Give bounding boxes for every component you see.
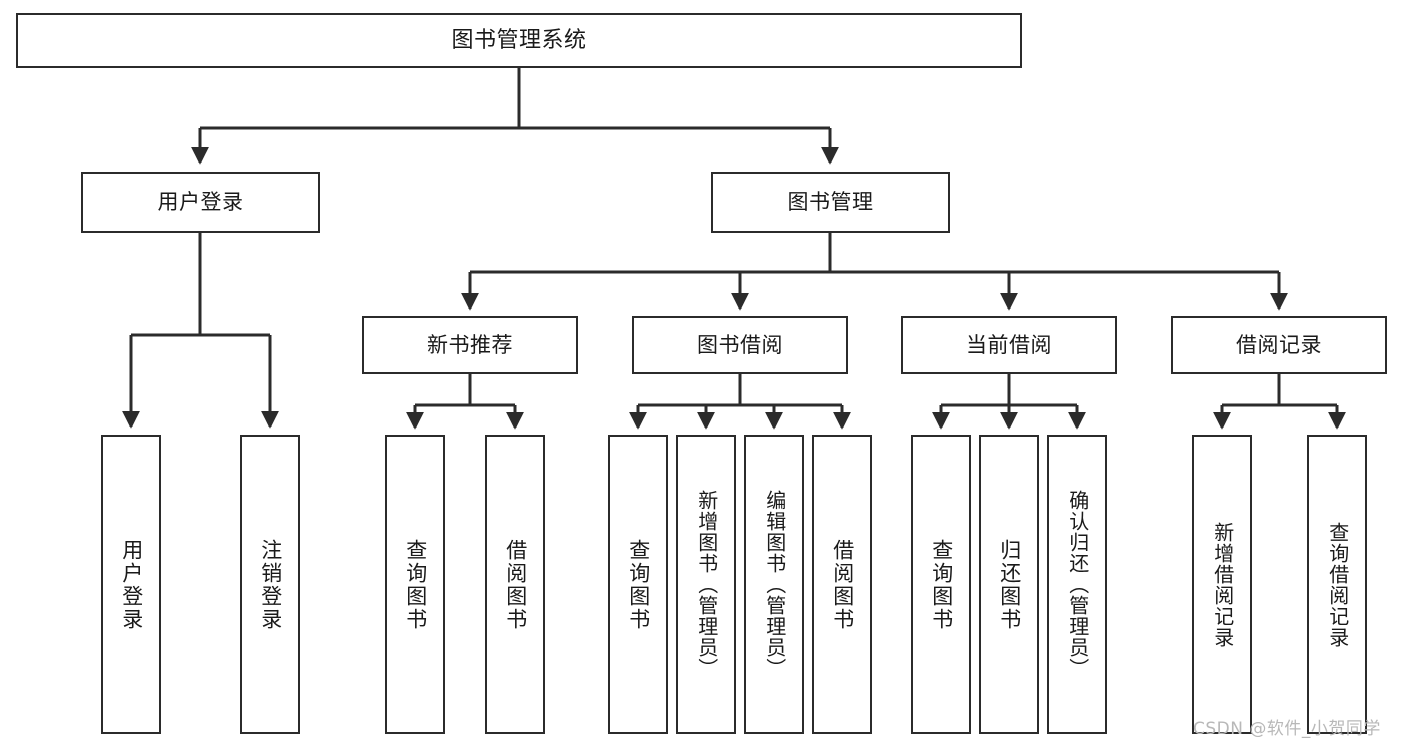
leaf-borrow-record-add[interactable]: 新增借阅记录 — [1192, 435, 1252, 734]
node-label: 图书管理 — [787, 190, 874, 215]
node-label: 用户登录 — [119, 538, 144, 631]
node-label: 借阅记录 — [1236, 332, 1322, 357]
node-book-borrow[interactable]: 图书借阅 — [632, 316, 848, 374]
leaf-current-borrow-confirm-return[interactable]: 确认归还（管理员） — [1047, 435, 1107, 734]
node-label: 查询图书 — [626, 538, 651, 631]
node-label: 图书管理系统 — [451, 27, 587, 53]
watermark-csdn: CSDN @软件_小贺同学 — [1193, 719, 1381, 739]
node-label: 当前借阅 — [966, 332, 1052, 357]
node-label: 借阅图书 — [830, 538, 855, 631]
node-borrow-record[interactable]: 借阅记录 — [1171, 316, 1387, 374]
node-label: 查询图书 — [929, 538, 954, 631]
leaf-new-book-borrow[interactable]: 借阅图书 — [485, 435, 545, 734]
leaf-current-borrow-return[interactable]: 归还图书 — [979, 435, 1039, 734]
node-label: 查询图书 — [403, 538, 428, 631]
leaf-borrow-record-query[interactable]: 查询借阅记录 — [1307, 435, 1367, 734]
node-label: 编辑图书（管理员） — [762, 490, 787, 679]
node-new-book-recommendation[interactable]: 新书推荐 — [362, 316, 578, 374]
leaf-book-borrow-edit[interactable]: 编辑图书（管理员） — [744, 435, 804, 734]
node-current-borrow[interactable]: 当前借阅 — [901, 316, 1117, 374]
node-label: 归还图书 — [997, 538, 1022, 631]
node-label: 新增借阅记录 — [1210, 521, 1235, 648]
node-label: 新增图书（管理员） — [694, 490, 719, 679]
node-label: 确认归还（管理员） — [1065, 490, 1090, 679]
leaf-new-book-query[interactable]: 查询图书 — [385, 435, 445, 734]
node-label: 借阅图书 — [503, 538, 528, 631]
leaf-book-borrow-query[interactable]: 查询图书 — [608, 435, 668, 734]
node-label: 用户登录 — [157, 190, 244, 215]
node-book-management[interactable]: 图书管理 — [711, 172, 950, 233]
node-root-system[interactable]: 图书管理系统 — [16, 13, 1022, 68]
node-label: 新书推荐 — [427, 332, 513, 357]
leaf-current-borrow-query[interactable]: 查询图书 — [911, 435, 971, 734]
node-label: 图书借阅 — [697, 332, 783, 357]
node-label: 注销登录 — [258, 538, 283, 631]
node-user-login[interactable]: 用户登录 — [81, 172, 320, 233]
leaf-book-borrow-borrow[interactable]: 借阅图书 — [812, 435, 872, 734]
leaf-book-borrow-add[interactable]: 新增图书（管理员） — [676, 435, 736, 734]
leaf-user-login-login[interactable]: 用户登录 — [101, 435, 161, 734]
node-label: 查询借阅记录 — [1325, 521, 1350, 648]
leaf-user-login-logout[interactable]: 注销登录 — [240, 435, 300, 734]
